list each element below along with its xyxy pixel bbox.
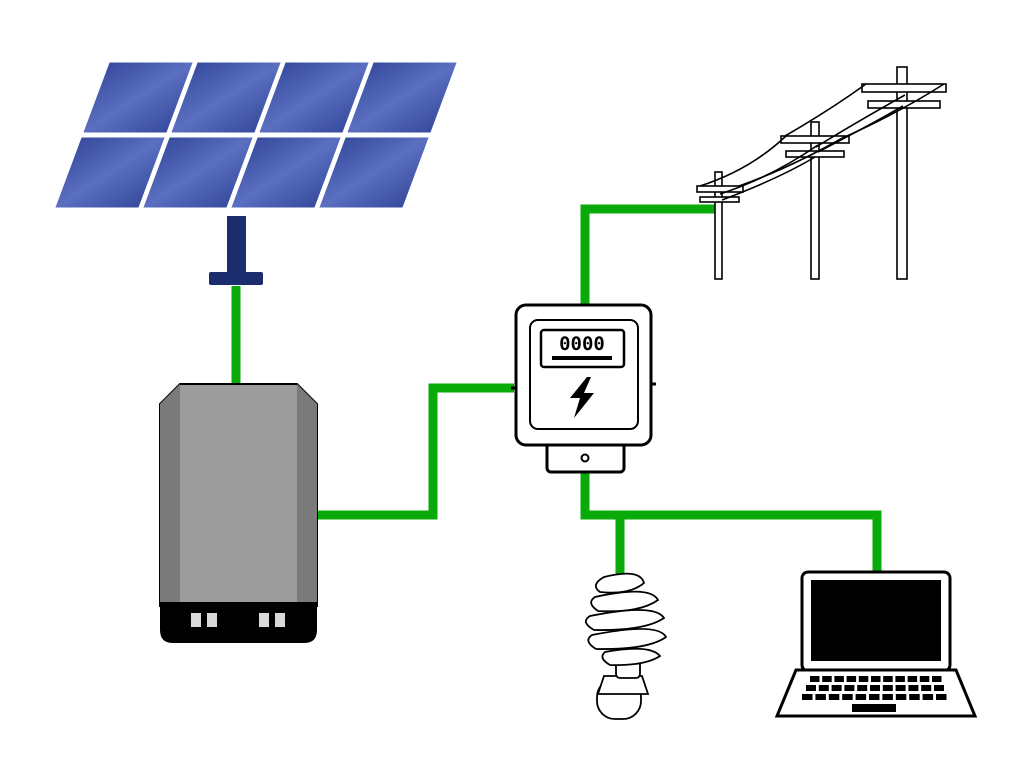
meter-reading: 0000: [559, 333, 605, 355]
inverter-port: [191, 613, 201, 627]
laptop-screen: [811, 580, 941, 661]
solar-cell: [55, 137, 165, 208]
laptop-key: [934, 685, 944, 691]
laptop-key: [882, 685, 893, 691]
inverter-left-side: [160, 384, 180, 606]
solar-mount-post: [227, 216, 246, 274]
solar-cell: [319, 137, 429, 208]
laptop-key: [846, 676, 857, 682]
inverter-body: [159, 383, 318, 607]
laptop-key: [844, 685, 855, 691]
inverter-right-side: [297, 384, 317, 606]
solar-mount-base: [209, 272, 263, 285]
wire-inverter-to-meter: [318, 383, 514, 520]
inverter-port: [275, 613, 285, 627]
laptop-key: [883, 676, 893, 682]
electric-meter-icon: 0000: [511, 303, 656, 474]
solar-cell: [231, 137, 341, 208]
solar-cell: [347, 62, 457, 133]
solar-panel-icon: [55, 62, 457, 285]
laptop-key: [828, 694, 840, 700]
laptop-key: [842, 694, 853, 700]
laptop-key: [869, 694, 880, 700]
wiring: [231, 204, 882, 575]
laptop-key: [895, 676, 905, 682]
cfl-bulb-icon: [584, 572, 668, 720]
solar-cell: [143, 137, 253, 208]
laptop-key: [908, 685, 919, 691]
laptop-key: [858, 676, 869, 682]
laptop-key: [936, 694, 947, 700]
wire-meter-to-grid: [580, 204, 718, 305]
laptop-key: [822, 676, 832, 682]
laptop-key: [895, 685, 906, 691]
laptop-key: [855, 694, 867, 700]
laptop-key: [907, 676, 918, 682]
lightning-bolt-icon: [570, 377, 594, 418]
laptop-key: [818, 685, 829, 691]
laptop-key: [895, 694, 907, 700]
laptop-key: [857, 685, 868, 691]
inverter-port: [259, 613, 269, 627]
inverter-icon: [159, 383, 318, 643]
laptop-key: [870, 685, 880, 691]
laptop-key: [882, 694, 893, 700]
meter-screw: [580, 453, 590, 463]
laptop-key: [815, 694, 826, 700]
laptop-icon: [774, 570, 978, 718]
laptop-key: [806, 685, 816, 691]
laptop-key: [810, 676, 820, 682]
inverter-base: [160, 602, 317, 643]
solar-cell: [171, 62, 281, 133]
inverter-port: [207, 613, 217, 627]
wire-meter-to-loads: [580, 472, 882, 572]
laptop-key: [834, 676, 844, 682]
laptop-key: [932, 676, 942, 682]
laptop-key: [871, 676, 881, 682]
laptop-key: [922, 694, 934, 700]
laptop-trackpad: [852, 704, 896, 712]
solar-cell: [259, 62, 369, 133]
laptop-key: [921, 685, 932, 691]
laptop-key: [831, 685, 842, 691]
laptop-key: [909, 694, 920, 700]
solar-cell: [83, 62, 193, 133]
utility-pole-icon: [696, 66, 947, 280]
laptop-key: [919, 676, 930, 682]
laptop-key: [802, 694, 813, 700]
